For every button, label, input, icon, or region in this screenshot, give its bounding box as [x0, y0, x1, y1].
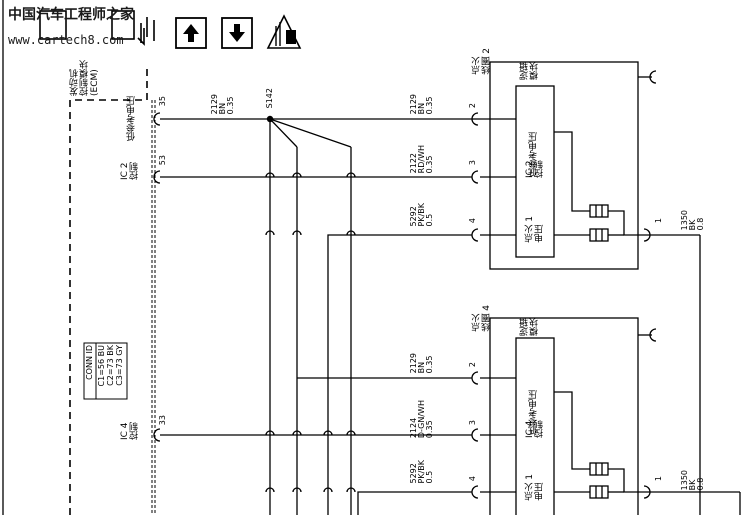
- coil4-ign: 点火 1 电压: [525, 474, 545, 501]
- coil2-pin: 3: [468, 160, 477, 166]
- ecm-pin-label-ic4: IC 4 控制: [120, 422, 140, 440]
- coil4-logic: 逻辑 模块: [520, 318, 540, 336]
- conn-id-title: CONN ID: [85, 345, 94, 380]
- ecm-pin-number: 35: [158, 96, 167, 107]
- coil2-ign: 点火 1 电压: [525, 216, 545, 243]
- watermark-site-url: www.cartech8.com: [8, 33, 124, 47]
- coil4-pin: 4: [468, 476, 477, 482]
- coil2-out-pin: 1: [654, 218, 663, 224]
- ground-icon: [266, 14, 302, 49]
- coil2-ic: IC 2 控制: [525, 160, 545, 178]
- ecm-pin-label-ic2: IC 2 控制: [120, 162, 140, 180]
- ecm-pin-label-low-ref: 低参考电压: [127, 96, 137, 141]
- conn-id-c3: C3=73 GY: [115, 345, 124, 386]
- coil4-out-pin: 1: [654, 476, 663, 482]
- coil4-ic: IC 4 控制: [525, 420, 545, 438]
- conn-id-c1: C1=56 BU: [97, 345, 106, 387]
- coil4-name: 点火 线圈 4: [472, 305, 492, 332]
- coil2-pin: 2: [468, 103, 477, 109]
- splice-dot: [266, 115, 274, 123]
- voltage-check-icon: [39, 10, 155, 46]
- watermark-site-name: 中国汽车工程师之家: [8, 7, 134, 23]
- coil2-pin: 4: [468, 218, 477, 224]
- ecm-pin-number: 53: [158, 155, 167, 166]
- coil2-logic: 逻辑 模块: [520, 62, 540, 80]
- arrow-up-icon: [175, 17, 207, 49]
- ecm-pin-number: 33: [158, 415, 167, 426]
- splice-label: S142: [265, 88, 274, 109]
- conn-id-c2: C2=73 BK: [106, 345, 115, 386]
- arrow-down-icon: [221, 17, 253, 49]
- coil4-pin: 3: [468, 420, 477, 426]
- coil4-pin: 2: [468, 362, 477, 368]
- coil2-name: 点火 线圈 2: [472, 48, 492, 75]
- ecm-title: 发动机 控制模块 (ECM): [70, 60, 100, 96]
